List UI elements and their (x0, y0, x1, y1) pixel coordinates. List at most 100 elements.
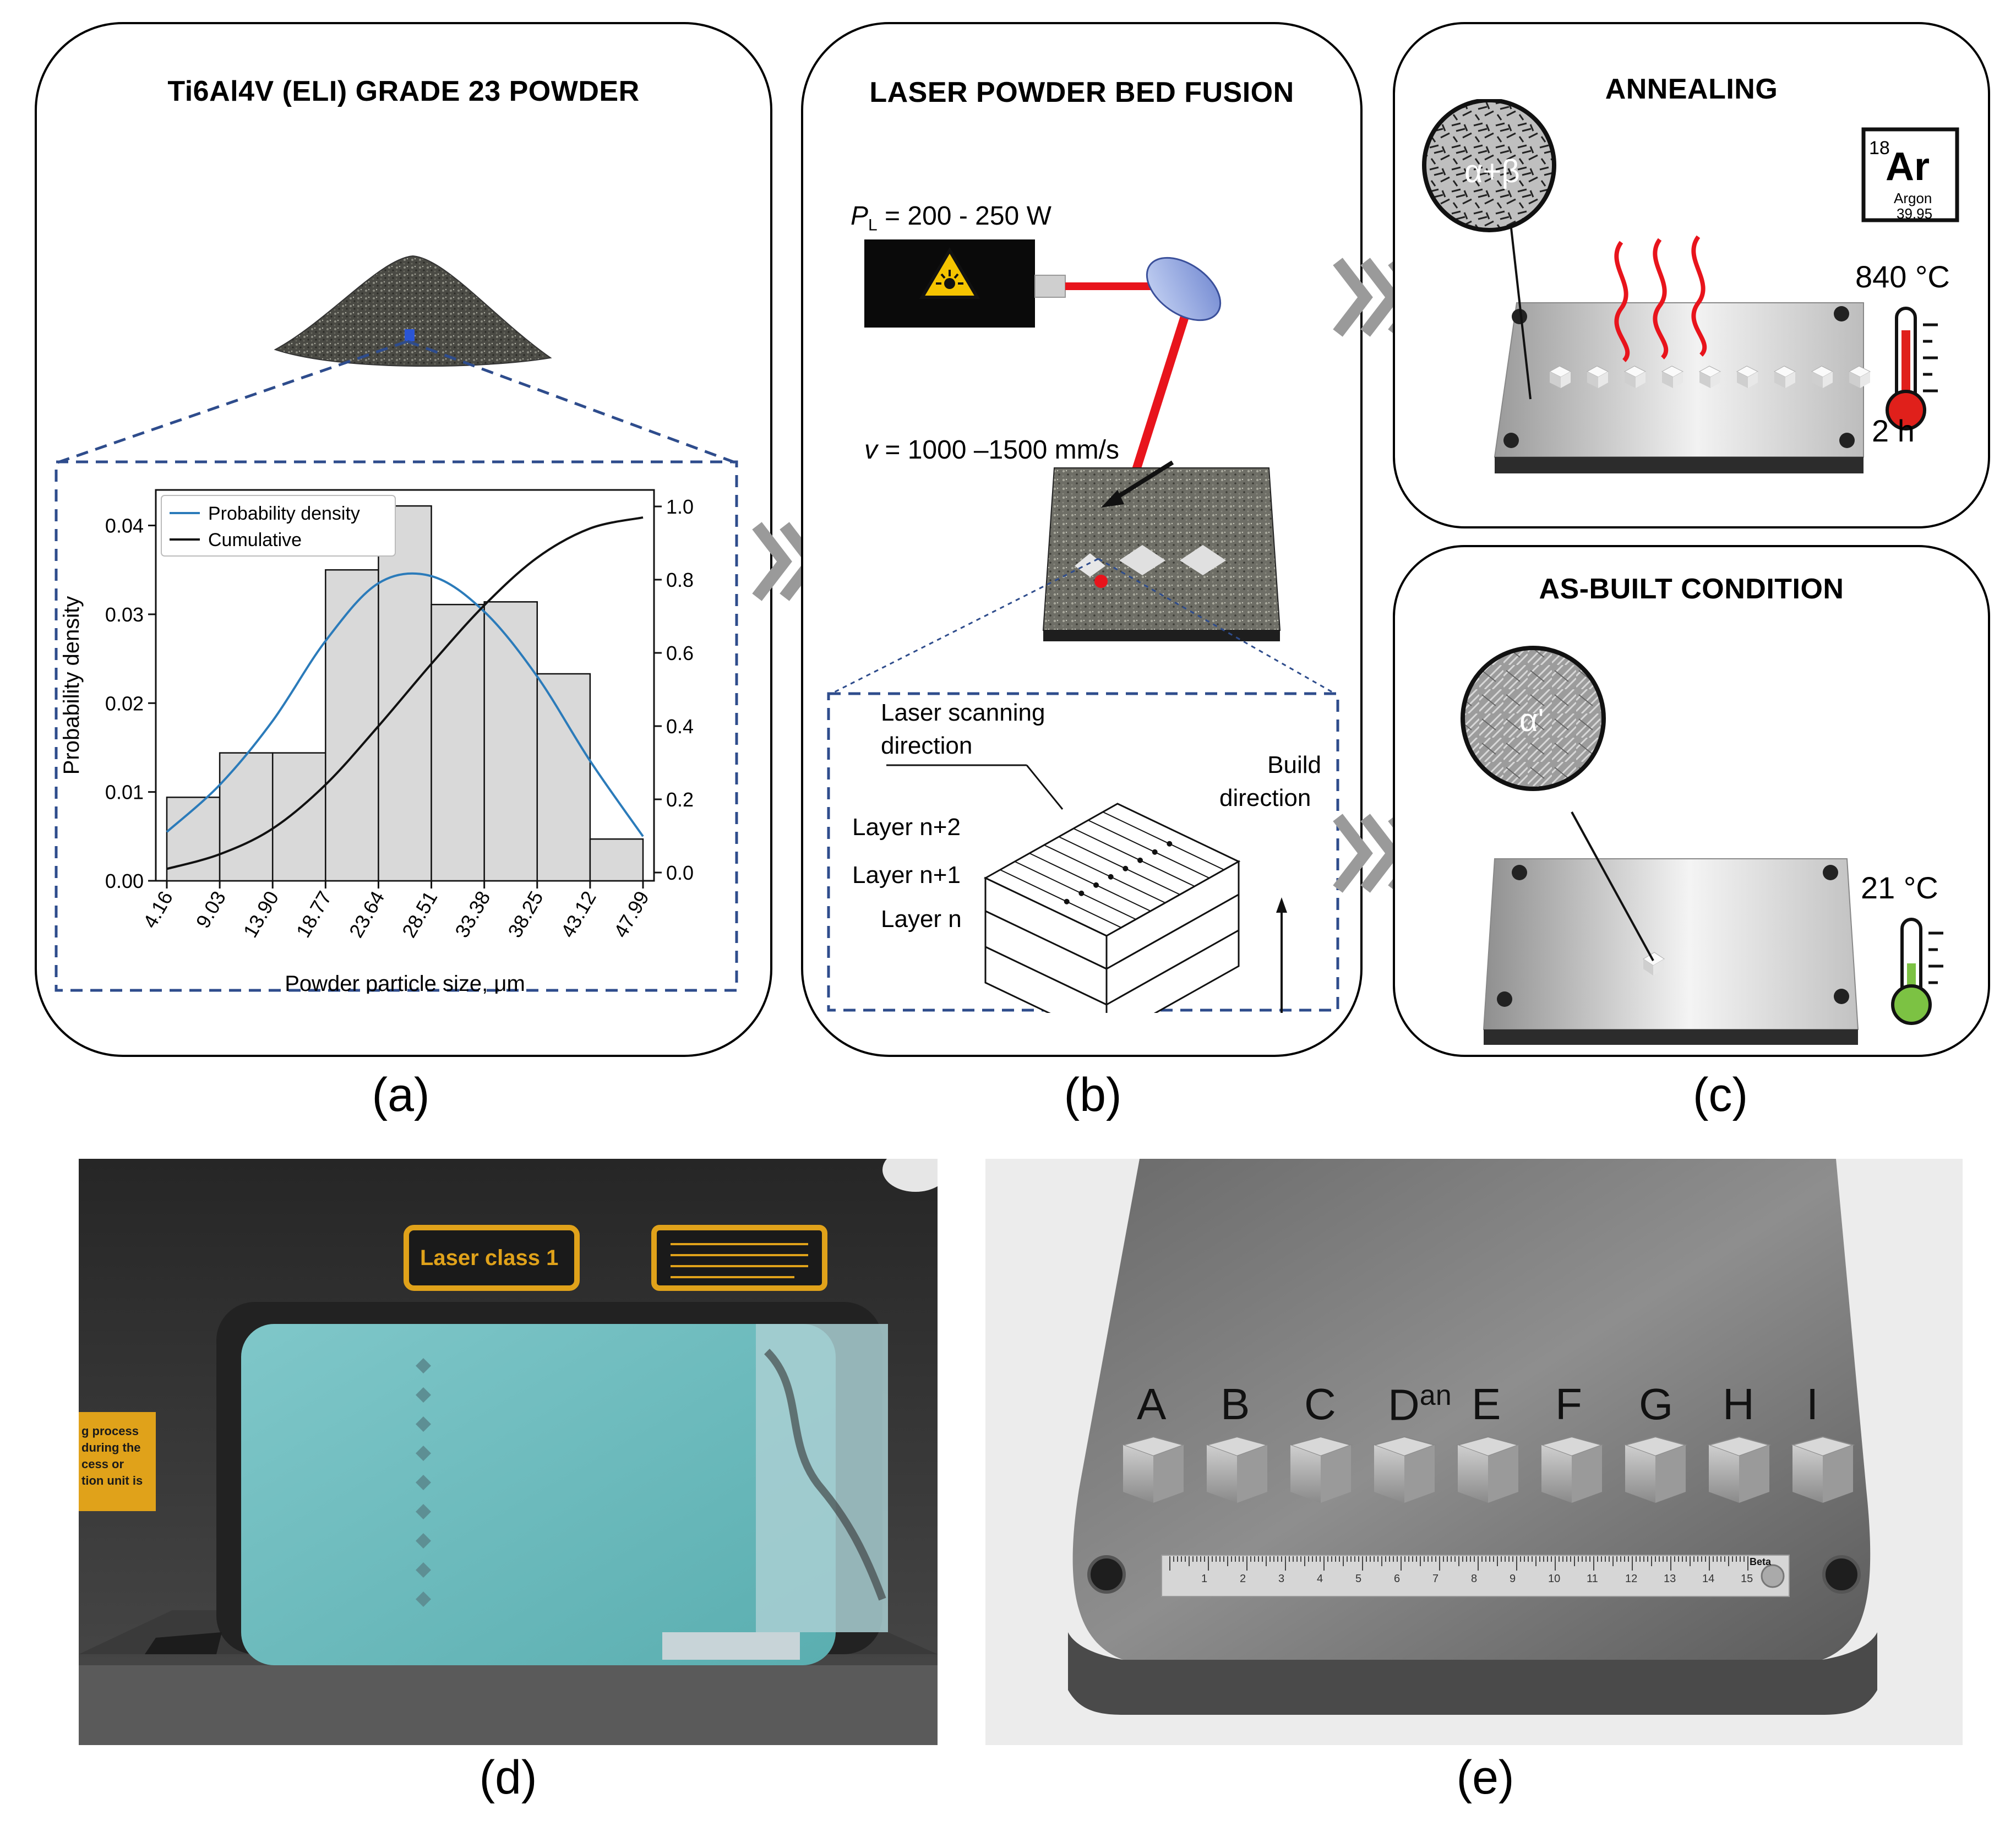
specimen-cube-front (1636, 372, 1646, 388)
y-axis-label: Probability density (59, 596, 84, 775)
legend-pdf-label: Probability density (208, 503, 360, 524)
thermometer-ambient-icon (1891, 918, 1943, 1025)
annealing-title: ANNEALING (1605, 73, 1778, 105)
specimen-cube-front (1739, 1445, 1769, 1503)
specimen-cube-side (1792, 1445, 1823, 1503)
scan-direction-marker (1093, 882, 1099, 888)
layer-label-top: Layer n+2 (852, 814, 961, 841)
ruler-number: 7 (1432, 1573, 1439, 1585)
y2-tick-label: 0.0 (666, 862, 694, 884)
specimen-cube-front (1785, 372, 1795, 388)
specimen-cube-front (1153, 1445, 1184, 1503)
specimen-label: E (1472, 1380, 1501, 1429)
specimen-label: H (1723, 1380, 1755, 1429)
specimen-label: C (1304, 1380, 1336, 1429)
scan-hatch-line (1014, 861, 1136, 920)
specimen-cube-side (1774, 372, 1785, 388)
ruler-number: 2 (1240, 1573, 1246, 1585)
x-tick-label: 9.03 (191, 887, 230, 932)
thermometer-hot-icon (1886, 307, 1938, 430)
scanning-mirror (1146, 257, 1222, 321)
annealing-duration: 2 h (1872, 413, 1915, 448)
laser-power-text: PL = 200 - 250 W (851, 201, 1051, 235)
x-tick-label: 43.12 (556, 887, 601, 942)
ruler-number: 11 (1587, 1573, 1598, 1585)
x-tick-label: 47.99 (609, 887, 653, 942)
specimen-cube-side (1812, 372, 1823, 388)
asbuilt-title: AS-BUILT CONDITION (1539, 573, 1844, 605)
y-tick-label: 0.01 (105, 781, 144, 804)
laser-power-symbol: P (851, 201, 869, 231)
layer-label-bottom: Layer n (881, 906, 962, 933)
argon-name: Argon (1894, 190, 1932, 206)
specimen-cube-side (1737, 372, 1748, 388)
cumulative-series-line (166, 516, 644, 870)
specimen-cube-side (1625, 372, 1636, 388)
specimen-label: B (1221, 1380, 1250, 1429)
x-tick-label: 38.25 (503, 887, 548, 942)
panel-d-label: (d) (479, 1751, 537, 1804)
scan-speed-text: v = 1000 –1500 mm/s (864, 435, 1119, 465)
x-axis-label: Powder particle size, μm (285, 972, 525, 994)
x-tick-label: 13.90 (239, 887, 284, 942)
specimen-cube-front (1673, 372, 1683, 388)
scan-speed-value: = 1000 –1500 mm/s (878, 435, 1119, 465)
scan-speed-symbol: v (864, 435, 878, 465)
scan-direction-marker (1123, 865, 1129, 871)
ruler-number: 5 (1355, 1573, 1362, 1585)
specimen-cube-front (1710, 372, 1720, 388)
panel-e-label: (e) (1456, 1751, 1514, 1804)
particle-size-chart: 0.000.010.020.030.040.00.20.40.60.81.04.… (55, 460, 738, 994)
scan-direction-marker (1167, 841, 1173, 847)
specimen-cube-side (1541, 1445, 1572, 1503)
scan-hatch-line (1102, 811, 1224, 870)
ruler-brand: Beta (1750, 1556, 1772, 1567)
argon-element-icon (1861, 127, 1959, 222)
asbuilt-temperature: 21 °C (1861, 870, 1938, 905)
histogram-bar (271, 752, 326, 882)
scan-direction-marker (1064, 898, 1070, 904)
scan-direction-label-line2: direction (881, 732, 973, 759)
specimen-cube-side (1550, 372, 1561, 388)
specimen-cube-front (1823, 1445, 1853, 1503)
scan-direction-label-line1: Laser scanning (881, 699, 1045, 726)
specimen-cube-front (1321, 1445, 1351, 1503)
pdf-series-line (166, 572, 644, 837)
alpha-beta-micrograph (1422, 99, 1556, 232)
specimen-cube-side (1699, 372, 1710, 388)
annealing-temperature: 840 °C (1855, 259, 1950, 294)
specimen-cube-side (1849, 372, 1860, 388)
annealing-schematic (1422, 99, 1959, 473)
panel-b-label: (b) (1064, 1069, 1122, 1121)
side-warning-label: g process during the cess or tion unit i… (81, 1423, 143, 1489)
ruler-number: 10 (1548, 1573, 1561, 1585)
specimen-cube-front (1237, 1445, 1267, 1503)
ruler-number: 9 (1510, 1573, 1516, 1585)
scan-hatch-line (1000, 869, 1122, 928)
legend-box (161, 495, 396, 557)
build-plate (1072, 1159, 1871, 1660)
y-tick-label: 0.02 (105, 692, 144, 715)
y2-tick-label: 1.0 (666, 495, 694, 518)
side-warning-line-2: during the (81, 1441, 141, 1454)
histogram-bar (536, 673, 591, 882)
specimen-cube-front (1598, 372, 1608, 388)
y-tick-label: 0.00 (105, 870, 144, 892)
specimen-label: F (1555, 1380, 1582, 1429)
laser-caution-sign (651, 1225, 827, 1291)
specimen-cube-side (1587, 372, 1598, 388)
x-tick-label: 28.51 (397, 887, 442, 942)
y2-tick-label: 0.6 (666, 642, 694, 664)
argon-symbol: Ar (1886, 145, 1930, 189)
asbuilt-phase-label: α' (1519, 702, 1544, 738)
specimen-cube-front (1404, 1445, 1435, 1503)
laser-power-subscript: L (868, 216, 878, 235)
panel-a-title: Ti6Al4V (ELI) GRADE 23 POWDER (167, 75, 640, 107)
specimen-label: I (1806, 1380, 1819, 1429)
alpha-prime-micrograph (1461, 646, 1606, 791)
scan-direction-marker (1137, 857, 1143, 863)
histogram-bar (483, 601, 538, 882)
ruler-number: 14 (1702, 1573, 1715, 1585)
specimen-cube-side (1123, 1445, 1153, 1503)
specimen-cube-side (1662, 372, 1673, 388)
